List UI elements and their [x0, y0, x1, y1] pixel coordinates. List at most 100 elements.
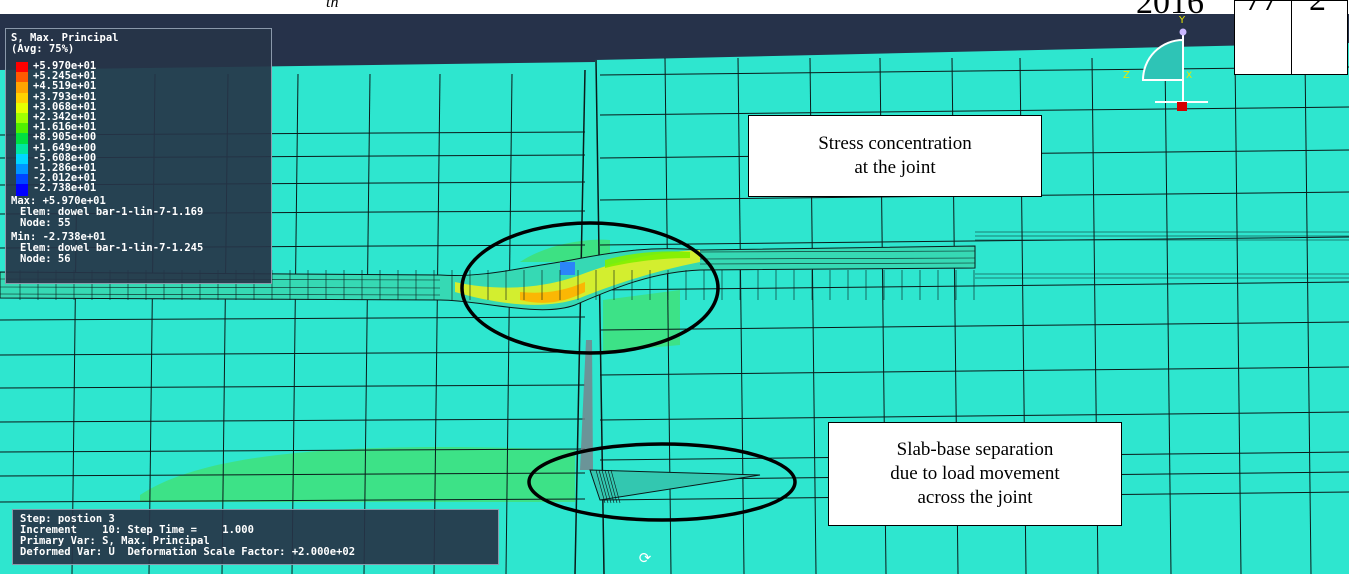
legend-variable: S, Max. Principal	[11, 32, 119, 44]
mesh-line	[1304, 57, 1312, 574]
step-info-panel: Step: postion 3 Increment 10: Step Time …	[12, 509, 499, 565]
primary-variable: Primary Var: S, Max. Principal	[20, 535, 210, 547]
stress-concentration-callout: Stress concentration at the joint	[748, 115, 1042, 197]
legend-min-node: Node: 56	[20, 253, 71, 265]
axis-triad-icon	[1141, 38, 1184, 81]
callout-line: across the joint	[917, 487, 1033, 508]
legend-value: -2.738e+01	[33, 182, 97, 195]
dowel-bar-line	[0, 286, 441, 289]
step-increment: Increment 10: Step Time = 1.000	[20, 524, 254, 536]
step-name: Step: postion 3	[20, 513, 115, 525]
mesh-line	[595, 469, 606, 504]
legend-swatch	[16, 92, 28, 105]
legend-swatch	[16, 72, 28, 85]
joint-stress-ellipse	[460, 221, 720, 355]
legend-max-node: Node: 55	[20, 217, 71, 229]
compression-zone	[520, 239, 610, 262]
mesh-line	[599, 281, 1349, 291]
mesh-line	[604, 469, 615, 504]
dowel-bar-line	[699, 257, 976, 260]
dowel-bar-line	[0, 293, 441, 296]
legend-value: +8.905e+00	[33, 131, 97, 144]
legend-swatch	[16, 113, 28, 125]
dowel-bar-line	[699, 250, 976, 253]
compression-zone	[603, 290, 680, 352]
legend-swatch	[16, 82, 28, 95]
mesh-line	[607, 469, 618, 504]
legend-swatch	[16, 133, 28, 146]
legend-swatch	[16, 184, 28, 197]
callout-line: at the joint	[854, 157, 936, 178]
separation-wedge	[589, 469, 761, 501]
axis-label: Y	[1178, 15, 1186, 26]
dowel-bar	[0, 245, 976, 311]
mesh-line	[599, 321, 1349, 331]
mesh-line	[599, 106, 1349, 116]
stress-zone	[520, 282, 585, 303]
document-header-fragment: th	[326, 0, 339, 11]
slab-base-separation-callout: Slab-base separation due to load movemen…	[828, 422, 1122, 526]
mesh-line	[363, 73, 371, 574]
mesh-line	[0, 384, 586, 389]
legend-swatch	[16, 123, 28, 136]
page-box-right-text: 2	[1309, 0, 1326, 19]
legend-value: +1.649e+00	[33, 141, 97, 154]
axis-label: Z	[1123, 70, 1130, 81]
stress-zone	[560, 262, 575, 275]
legend-value: +3.793e+01	[33, 90, 97, 103]
legend-value: -2.012e+01	[33, 172, 97, 185]
stress-zone	[455, 250, 700, 305]
legend-averaging: (Avg: 75%)	[11, 43, 75, 55]
deformed-variable: Deformed Var: U Deformation Scale Factor…	[20, 546, 356, 558]
axis-triad-icon	[1179, 28, 1187, 36]
mesh-line	[1234, 57, 1242, 574]
stress-zone	[605, 251, 690, 268]
document-year-fragment: 2016	[1136, 0, 1204, 21]
separation-ellipse	[527, 442, 797, 522]
mesh-line	[737, 57, 745, 574]
mesh-line	[610, 469, 621, 504]
callout-line: Slab-base separation	[896, 439, 1054, 460]
mesh-line	[433, 73, 441, 574]
legend-max-value: Max: +5.970e+01	[11, 195, 106, 207]
mesh-line	[599, 236, 1349, 246]
page-box-divider	[1291, 1, 1292, 74]
page-box-left-text: 77	[1245, 0, 1279, 19]
callout-line: due to load movement	[890, 463, 1060, 484]
mesh-line	[0, 351, 586, 356]
callout-line: Stress concentration	[818, 133, 972, 154]
joint-gap	[580, 340, 593, 470]
legend-value: -5.608e+00	[33, 151, 97, 164]
axis-label: X	[1186, 71, 1192, 81]
mesh-line	[0, 316, 586, 321]
legend-value: +5.970e+01	[33, 60, 97, 72]
legend-value: +1.616e+01	[33, 121, 97, 134]
mesh-line	[505, 73, 513, 574]
mesh-line	[599, 411, 1349, 421]
axis-triad-icon	[1177, 102, 1187, 111]
mesh-line	[598, 469, 609, 504]
legend-value: +3.068e+01	[33, 100, 97, 113]
legend-swatch	[16, 153, 28, 166]
mesh-line	[291, 73, 299, 574]
mesh-line	[601, 469, 612, 504]
rotate-icon[interactable]: ⟳	[638, 550, 652, 567]
dowel-bar-line	[699, 262, 976, 265]
legend-value: +5.245e+01	[33, 70, 97, 83]
legend-value: +2.342e+01	[33, 111, 97, 123]
legend-swatch	[16, 102, 28, 115]
mesh-line	[0, 472, 586, 477]
mesh-line	[1164, 57, 1172, 574]
legend-value: +4.519e+01	[33, 80, 97, 93]
legend-min-element: Elem: dowel bar-1-lin-7-1.245	[20, 242, 204, 254]
joint-line	[574, 69, 586, 574]
mesh-line	[599, 66, 1349, 76]
legend-swatch	[16, 174, 28, 187]
mesh-line	[599, 366, 1349, 376]
mesh-line	[0, 448, 586, 453]
document-page-box: 77 2	[1234, 0, 1348, 75]
contour-legend[interactable]: S, Max. Principal (Avg: 75%) +5.970e+01+…	[5, 28, 272, 284]
legend-max-element: Elem: dowel bar-1-lin-7-1.169	[20, 206, 204, 218]
mesh-line	[0, 418, 586, 423]
legend-swatch	[16, 143, 28, 156]
